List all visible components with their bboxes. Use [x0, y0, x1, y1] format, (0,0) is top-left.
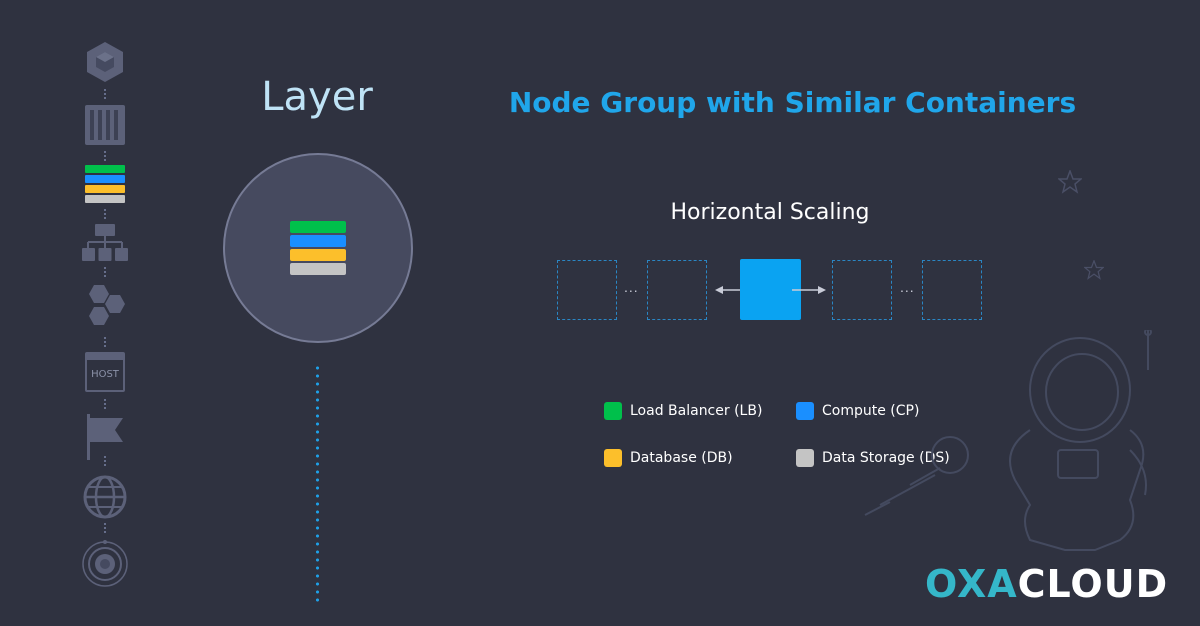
oxacloud-logo: OXACLOUD: [925, 562, 1168, 606]
legend-swatch: [796, 449, 814, 467]
scaled-node-placeholder: [922, 260, 982, 320]
layer-stack-icon: [290, 221, 346, 275]
scaled-node-placeholder: [832, 260, 892, 320]
legend-label: Data Storage (DS): [822, 450, 950, 466]
orbit-icon: [80, 540, 130, 588]
legend-swatch: [604, 449, 622, 467]
legend-item-database: Database (DB): [604, 449, 733, 467]
star-icon: [1058, 170, 1082, 194]
logo-part-cloud: CLOUD: [1017, 562, 1169, 606]
scaled-node-placeholder: [557, 260, 617, 320]
layer-stack-icon: [80, 165, 130, 205]
layer-connector-line: [316, 364, 319, 604]
rail-connector: [104, 208, 106, 220]
logo-part-oxa: OXA: [925, 562, 1018, 606]
scaling-title: Horizontal Scaling: [670, 200, 870, 225]
arrow-right-icon: [792, 286, 826, 294]
scaled-node-placeholder: [647, 260, 707, 320]
legend-swatch: [796, 402, 814, 420]
rail-connector: [104, 398, 106, 410]
legend-label: Database (DB): [630, 450, 733, 466]
legend-label: Compute (CP): [822, 403, 920, 419]
ellipsis-left: ...: [624, 279, 639, 295]
astronaut-illustration: [864, 330, 1152, 551]
flag-icon: [80, 414, 130, 460]
hexagon-cluster-icon: [80, 283, 130, 331]
layer-title: Layer: [261, 74, 373, 120]
legend-label: Load Balancer (LB): [630, 403, 763, 419]
rail-connector: [104, 88, 106, 100]
globe-icon: [80, 474, 130, 520]
rail-connector: [104, 150, 106, 162]
rail-connector: [104, 336, 106, 348]
layer-circle: [223, 153, 413, 343]
hierarchy-icon: [80, 224, 130, 262]
rail-connector: [104, 522, 106, 534]
legend-item-load-balancer: Load Balancer (LB): [604, 402, 762, 420]
main-title: Node Group with Similar Containers: [508, 86, 1077, 119]
primary-node: [740, 259, 801, 320]
star-icon: [1084, 260, 1104, 280]
legend-swatch: [604, 402, 622, 420]
rail-connector: [104, 266, 106, 278]
container-rack-icon: [80, 104, 130, 146]
host-label: HOST: [91, 369, 119, 380]
host-icon: HOST: [80, 352, 130, 392]
legend-item-data-storage: Data Storage (DS): [796, 449, 950, 467]
ellipsis-right: ...: [900, 279, 915, 295]
legend-item-compute: Compute (CP): [796, 402, 919, 420]
environment-icon: [80, 40, 130, 84]
rail-connector: [104, 455, 106, 467]
